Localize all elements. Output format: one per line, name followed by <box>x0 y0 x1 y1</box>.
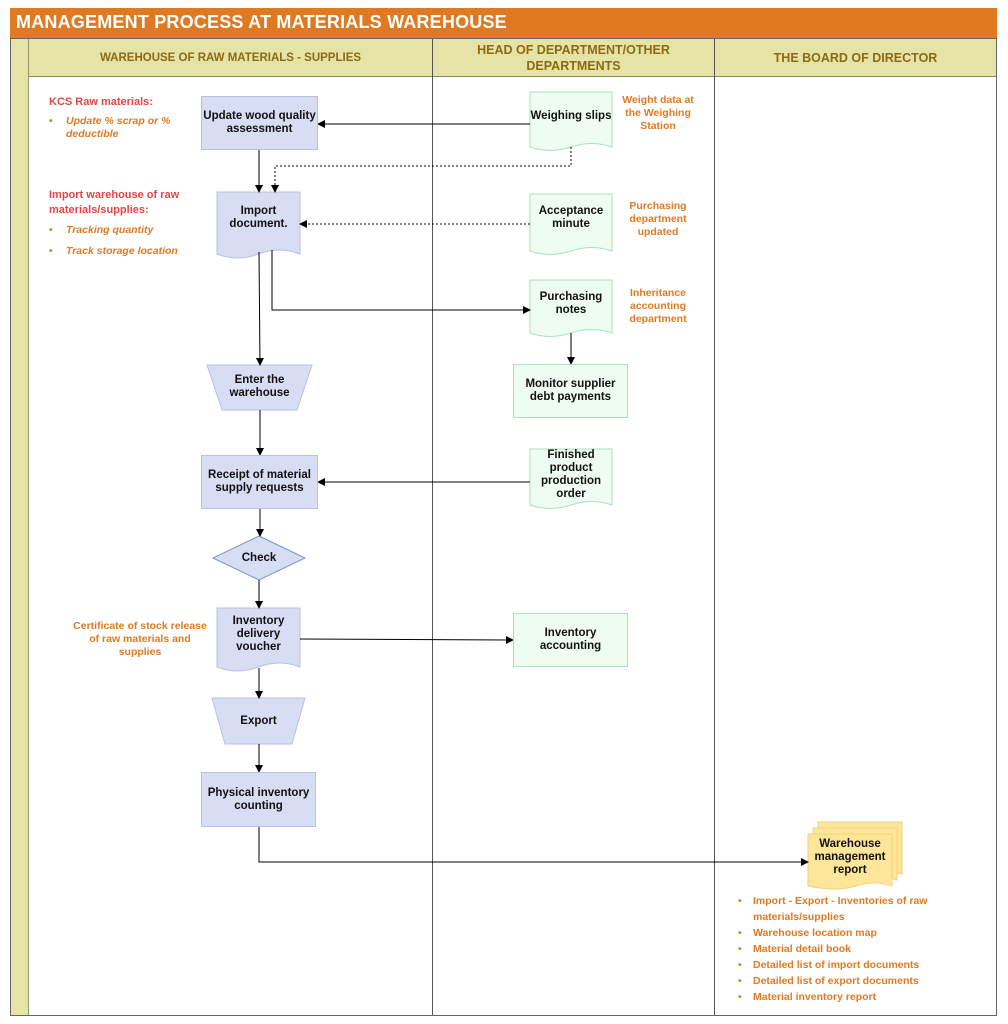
export-shape <box>211 697 306 745</box>
kcs-note-item: Update % scrap or % deductible <box>49 115 197 141</box>
import-note-list: Tracking quantity Track storage location <box>49 224 199 258</box>
monitor-supplier-box: Monitor supplier debt payments <box>513 364 628 418</box>
diagram-frame <box>10 38 997 1016</box>
report-shape-front <box>807 833 893 890</box>
report-list-item: Material inventory report <box>738 989 988 1005</box>
inventory-voucher-label: Inventory delivery voucher <box>232 614 285 653</box>
report-contents-list: Import - Export - Inventories of raw mat… <box>738 893 988 1005</box>
purchasing-updated-note-text: Purchasing department updated <box>629 200 687 238</box>
arrow-import-to-enter <box>255 251 264 366</box>
purchasing-notes-node: Purchasing notes <box>530 284 612 324</box>
inventory-accounting-box: Inventory accounting <box>513 613 628 667</box>
kcs-note-list: Update % scrap or % deductible <box>49 115 197 141</box>
lane-header-departments-label: HEAD OF DEPARTMENT/OTHER DEPARTMENTS <box>477 42 670 73</box>
inventory-accounting-label: Inventory accounting <box>539 627 602 652</box>
weight-data-note: Weight data at the Weighing Station <box>618 94 698 133</box>
physical-counting-box: Physical inventory counting <box>201 772 316 827</box>
report-list-item: Detailed list of import documents <box>738 957 988 973</box>
report-list-item: Import - Export - Inventories of raw mat… <box>738 893 988 925</box>
acceptance-minute-label: Acceptance minute <box>538 205 604 230</box>
import-note-item: Tracking quantity <box>49 224 199 237</box>
import-note: Import warehouse of raw materials/suppli… <box>49 188 199 258</box>
weighing-slips-shape <box>529 91 613 151</box>
lane-divider <box>432 39 433 1015</box>
diagram-title-bar: MANAGEMENT PROCESS AT MATERIALS WAREHOUS… <box>10 8 997 39</box>
update-wood-quality-label: Update wood quality assessment <box>203 110 316 135</box>
lane-header-board-label: THE BOARD OF DIRECTOR <box>773 50 938 65</box>
export-label: Export <box>240 714 277 727</box>
certificate-note-text: Certificate of stock release of raw mate… <box>73 620 207 658</box>
import-document-shape <box>216 191 301 259</box>
report-list-item: Material detail book <box>738 941 988 957</box>
diagram-title: MANAGEMENT PROCESS AT MATERIALS WAREHOUS… <box>16 12 507 32</box>
purchasing-updated-note: Purchasing department updated <box>614 200 702 239</box>
warehouse-report-label: Warehouse management report <box>814 837 886 876</box>
inventory-voucher-shape <box>216 607 301 672</box>
inventory-voucher-node: Inventory delivery voucher <box>217 610 300 658</box>
import-document-label: Import document. <box>229 205 288 230</box>
arrow-weighing-to-import <box>271 147 572 193</box>
kcs-note: KCS Raw materials: Update % scrap or % d… <box>49 96 197 141</box>
lane-header-departments: HEAD OF DEPARTMENT/OTHER DEPARTMENTS <box>433 39 714 77</box>
weight-data-note-text: Weight data at the Weighing Station <box>622 94 694 132</box>
purchasing-notes-label: Purchasing notes <box>539 291 603 316</box>
lane-header-board: THE BOARD OF DIRECTOR <box>715 39 996 77</box>
import-note-title: Import warehouse of raw materials/suppli… <box>49 189 180 216</box>
update-wood-quality-box: Update wood quality assessment <box>201 96 318 150</box>
lane-header-warehouse-label: WAREHOUSE OF RAW MATERIALS - SUPPLIES <box>99 51 362 64</box>
report-list-item: Detailed list of export documents <box>738 973 988 989</box>
enter-warehouse-label: Enter the warehouse <box>229 374 290 399</box>
export-node: Export <box>217 708 300 734</box>
finished-order-shape <box>529 448 613 509</box>
physical-counting-label: Physical inventory counting <box>207 786 310 812</box>
purchasing-notes-shape <box>529 279 613 337</box>
arrow-voucher-to-accounting <box>299 635 514 644</box>
inheritance-note-text: Inheritance accounting department <box>629 287 687 325</box>
receipt-requests-label: Receipt of material supply requests <box>208 469 311 494</box>
lane-divider <box>714 39 715 1015</box>
warehouse-report-node: Warehouse management report <box>808 836 892 878</box>
import-note-item: Track storage location <box>49 245 199 258</box>
finished-order-node: Finished product production order <box>530 449 612 500</box>
lane-header-warehouse: WAREHOUSE OF RAW MATERIALS - SUPPLIES <box>29 39 432 77</box>
acceptance-minute-node: Acceptance minute <box>530 198 612 238</box>
import-document-node: Import document. <box>217 194 300 242</box>
check-node: Check <box>223 548 295 568</box>
enter-warehouse-node: Enter the warehouse <box>212 367 307 407</box>
report-list-item: Warehouse location map <box>738 925 988 941</box>
weighing-slips-node: Weighing slips <box>530 96 612 136</box>
receipt-requests-box: Receipt of material supply requests <box>201 455 318 509</box>
monitor-supplier-label: Monitor supplier debt payments <box>525 378 616 403</box>
finished-order-label: Finished product production order <box>540 449 602 500</box>
kcs-note-title: KCS Raw materials: <box>49 96 153 108</box>
inheritance-note: Inheritance accounting department <box>614 287 702 326</box>
arrow-counting-to-report <box>258 827 809 866</box>
enter-warehouse-shape <box>206 364 313 411</box>
certificate-note: Certificate of stock release of raw mate… <box>70 620 210 659</box>
arrow-import-to-purchasing <box>271 250 531 314</box>
acceptance-minute-shape <box>529 193 613 255</box>
left-margin-strip <box>10 38 29 1016</box>
check-label: Check <box>241 551 277 564</box>
weighing-slips-label: Weighing slips <box>530 109 612 122</box>
